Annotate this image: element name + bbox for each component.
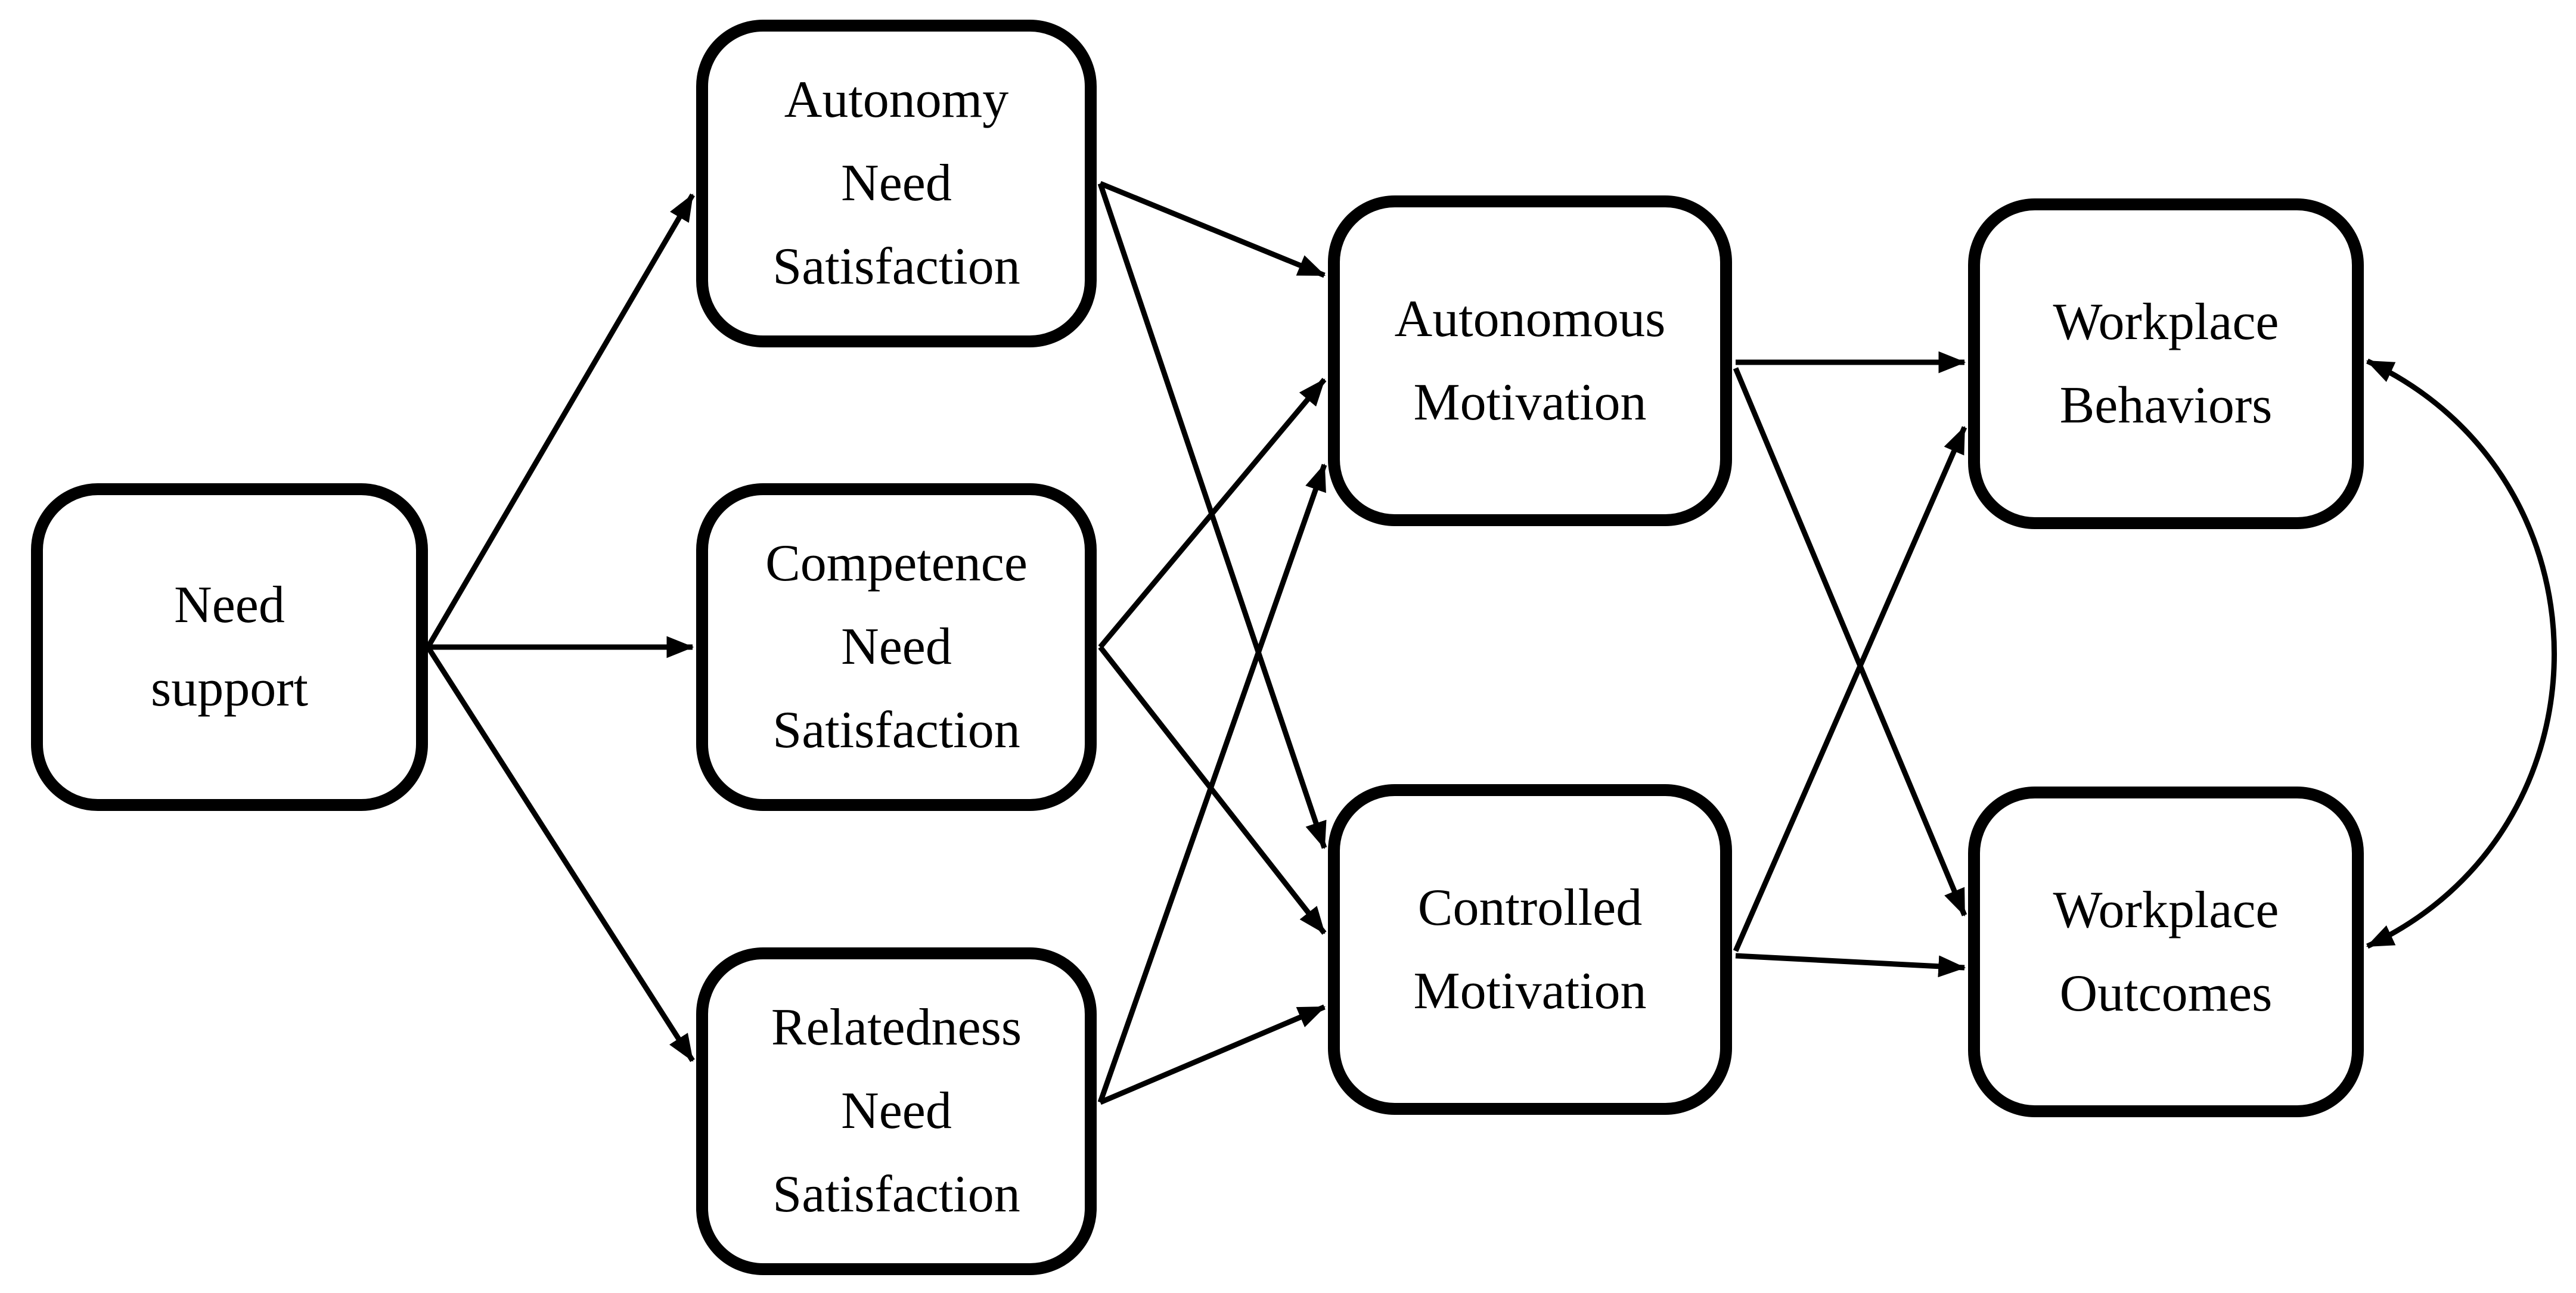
node-need-support: Need support <box>31 483 428 811</box>
node-workplace-outcomes: Workplace Outcomes <box>1968 787 2364 1117</box>
edge-relatedness-to-controlled-motivation <box>1099 1004 1326 1105</box>
edge-controlled-to-behaviors <box>1733 425 1967 952</box>
node-relatedness-need-satisfaction: Relatedness Need Satisfaction <box>696 947 1097 1275</box>
edge-autonomous-to-outcomes <box>1733 367 1967 917</box>
edge-behaviors-outcomes-bidirectional <box>2366 358 2557 949</box>
node-competence-need-satisfaction: Competence Need Satisfaction <box>696 483 1097 811</box>
edge-autonomy-to-autonomous-motivation <box>1099 181 1326 278</box>
edge-need-support-to-relatedness <box>426 645 695 1062</box>
edge-competence-to-autonomous-motivation <box>1098 378 1327 649</box>
node-controlled-motivation: Controlled Motivation <box>1328 784 1732 1115</box>
edge-need-support-to-autonomy <box>426 193 695 649</box>
node-workplace-behaviors: Workplace Behaviors <box>1968 198 2364 529</box>
edge-relatedness-to-autonomous-motivation <box>1097 463 1327 1104</box>
node-autonomy-need-satisfaction: Autonomy Need Satisfaction <box>696 20 1097 347</box>
edge-controlled-to-outcomes <box>1735 953 1966 978</box>
node-autonomous-motivation: Autonomous Motivation <box>1328 195 1732 526</box>
